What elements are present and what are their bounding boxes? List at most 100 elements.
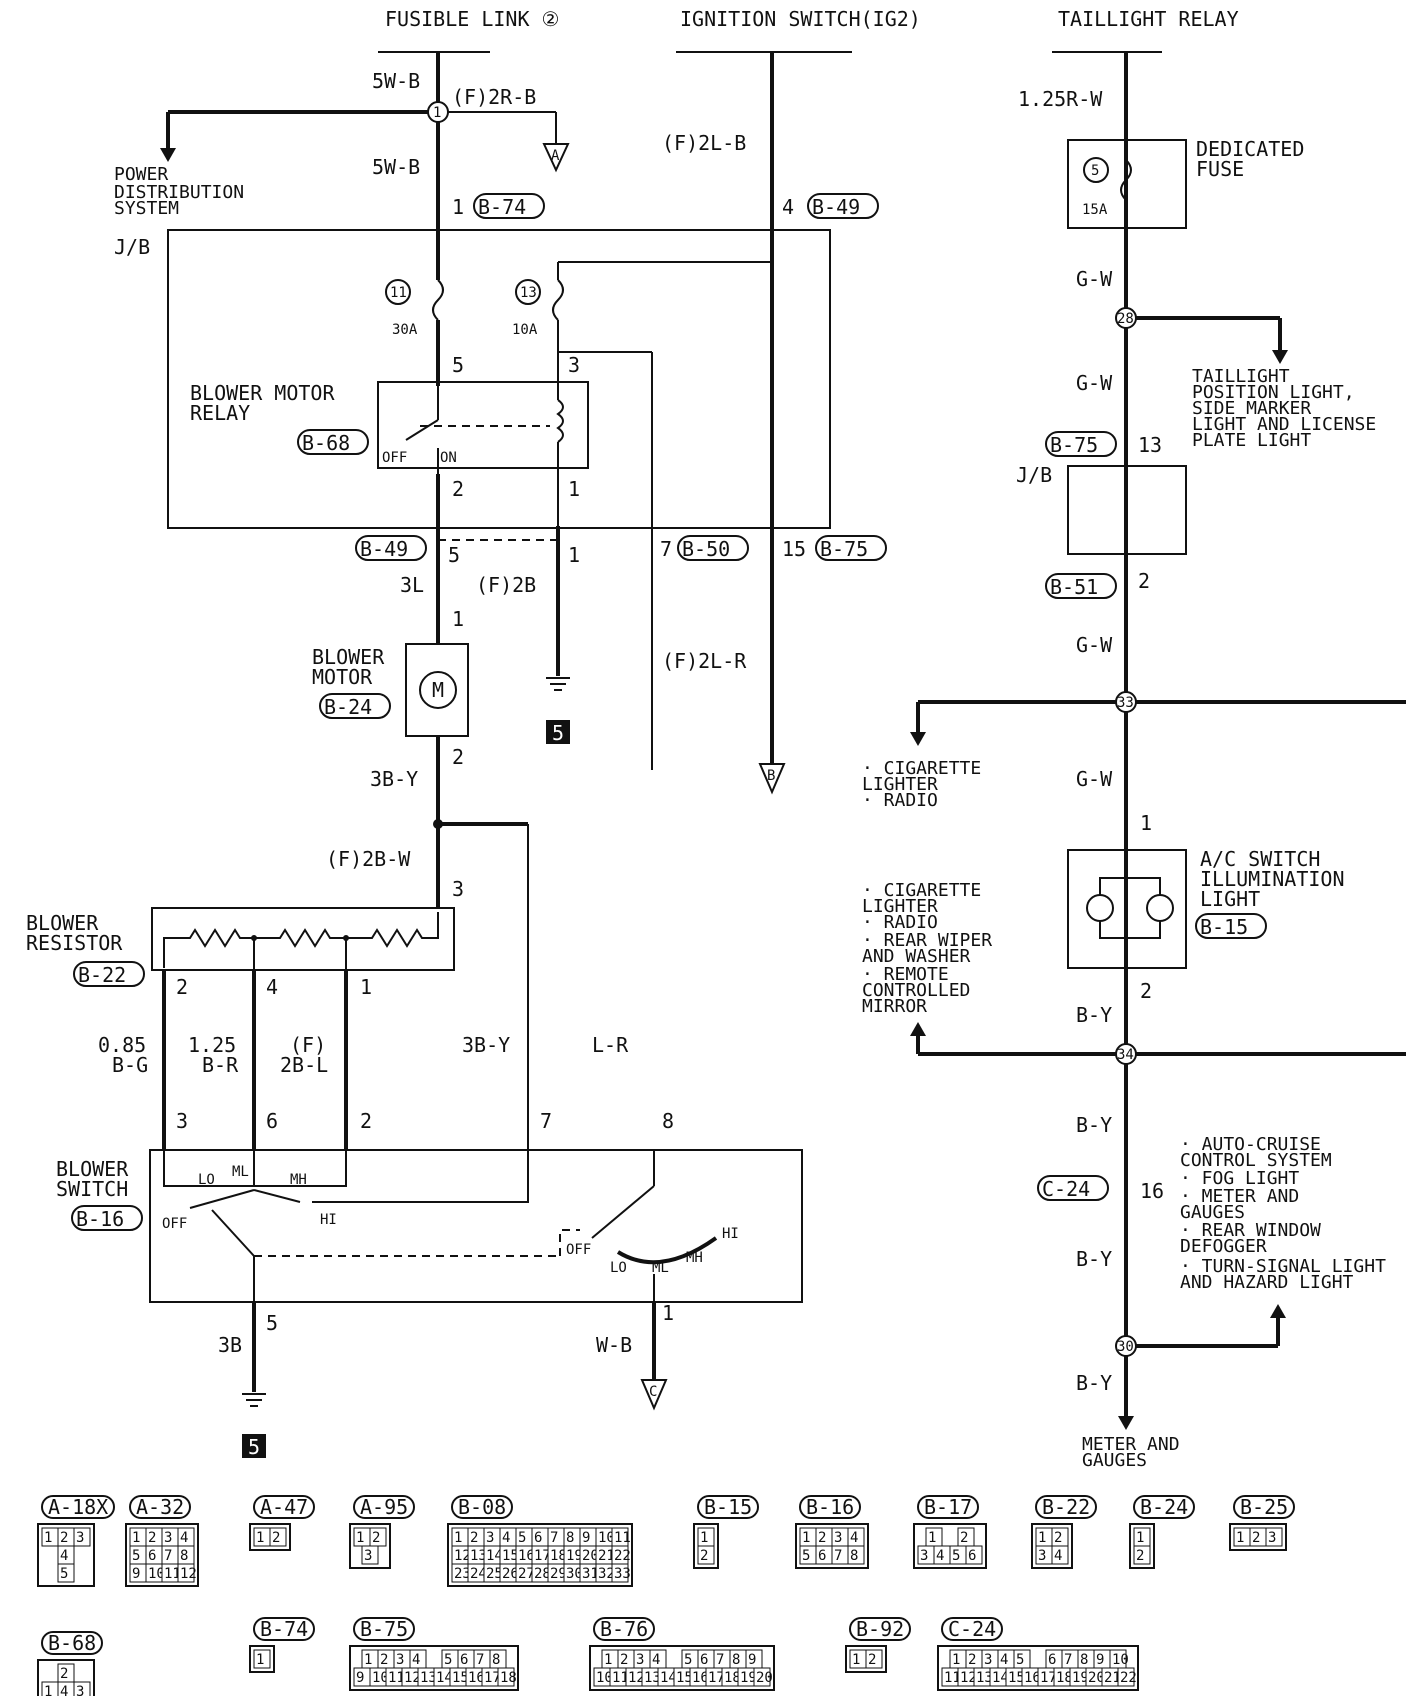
pin-number: 12 <box>180 1566 197 1582</box>
pin-number: 13 <box>470 1548 487 1564</box>
ground-icon <box>546 677 570 691</box>
pin-number: 9 <box>1096 1652 1104 1668</box>
pin-number: 4 <box>412 1652 420 1668</box>
connector-id: B-22 <box>1042 1495 1090 1519</box>
wire-label: 1.25R-W <box>1018 87 1103 111</box>
svg-text:TAILLIGHT RELAY: TAILLIGHT RELAY <box>1058 7 1239 31</box>
wire-label: B-G <box>112 1053 148 1077</box>
note-text: POSITION LIGHT, <box>1192 382 1355 403</box>
note-text: AND WASHER <box>862 946 971 967</box>
pin-number: 5 <box>444 1652 452 1668</box>
note-text: SIDE MARKER <box>1192 398 1311 419</box>
note-text: · CIGARETTE <box>862 758 981 779</box>
note-text: · AUTO-CRUISE <box>1180 1134 1321 1155</box>
connector-label: B-15 <box>1200 915 1248 939</box>
pin-number: 1 <box>364 1652 372 1668</box>
connector-id: B-24 <box>1140 1495 1188 1519</box>
switch-ml-label: ML <box>232 1164 249 1180</box>
note-text: · METER AND <box>1180 1186 1299 1207</box>
svg-text:IGNITION SWITCH(IG2): IGNITION SWITCH(IG2) <box>680 7 921 31</box>
ground-number: 5 <box>552 721 564 745</box>
arrow-icon <box>1270 1304 1286 1318</box>
pin-label: 16 <box>1140 1179 1164 1203</box>
pin-number: 6 <box>148 1548 156 1564</box>
pin-label: 7 <box>660 537 672 561</box>
pin-number: 1 <box>700 1530 708 1546</box>
ac-label: A/C SWITCH <box>1200 847 1320 871</box>
switch-hi-label: HI <box>320 1212 337 1228</box>
pin-number: 2 <box>470 1530 478 1546</box>
wire-label: B-R <box>202 1053 239 1077</box>
note-text: · TURN-SIGNAL LIGHT <box>1180 1256 1386 1277</box>
pin-number: 11 <box>944 1670 961 1686</box>
switch2-off-label: OFF <box>566 1242 591 1258</box>
junction-block <box>167 229 831 529</box>
relay-coil-icon <box>556 399 564 443</box>
connector-label: B-75 <box>1050 433 1098 457</box>
pin-label: 8 <box>662 1109 674 1133</box>
pin-label: 5 <box>266 1311 278 1335</box>
pin-number: 1 <box>928 1530 936 1546</box>
connector-label: B-24 <box>324 695 372 719</box>
pin-number: 1 <box>1038 1530 1046 1546</box>
pin-number: 8 <box>1080 1652 1088 1668</box>
connector-b-68: B-6821435 <box>37 1631 103 1696</box>
motor-label: BLOWER <box>312 645 385 669</box>
pin-number: 1 <box>802 1530 810 1546</box>
blower-resistor <box>151 907 455 971</box>
pin-number: 31 <box>582 1566 599 1582</box>
pin-number: 14 <box>436 1670 453 1686</box>
blower-motor-relay <box>377 381 589 469</box>
pin-number: 6 <box>700 1652 708 1668</box>
pin-number: 1 <box>1136 1530 1144 1546</box>
pin-number: 5 <box>684 1652 692 1668</box>
connector-label: B-68 <box>302 431 350 455</box>
pin-number: 27 <box>518 1566 535 1582</box>
fuse-13-icon <box>515 279 541 305</box>
junction-30 <box>1115 1335 1137 1357</box>
note-text: GAUGES <box>1180 1202 1245 1223</box>
pin-number: 18 <box>550 1548 567 1564</box>
pin-number: 1 <box>454 1530 462 1546</box>
pin-number: 10 <box>148 1566 165 1582</box>
connector-id: B-75 <box>360 1617 408 1641</box>
switch2-ml-label: ML <box>652 1260 669 1276</box>
pin-number: 14 <box>992 1670 1009 1686</box>
pin-number: 4 <box>936 1548 944 1564</box>
note-text: · RADIO <box>862 790 938 811</box>
pin-number: 3 <box>486 1530 494 1546</box>
pin-number: 15 <box>502 1548 519 1564</box>
arrow-icon <box>160 148 176 162</box>
wire-label: 2B-L <box>280 1053 328 1077</box>
note-text: · RADIO <box>862 912 938 933</box>
wire-label: W-B <box>596 1333 632 1357</box>
wire-label: 0.85 <box>98 1033 146 1057</box>
arrow-icon <box>1118 1416 1134 1430</box>
pin-label: 1 <box>360 975 372 999</box>
switch-label: SWITCH <box>56 1177 128 1201</box>
junction-label: 28 <box>1117 311 1134 327</box>
wire-label: (F)2L-R <box>662 649 747 673</box>
junction-label: 30 <box>1117 1339 1134 1355</box>
pin-number: 2 <box>372 1530 380 1546</box>
switch2-lo-label: LO <box>610 1260 627 1276</box>
resistor-icon <box>163 912 439 968</box>
ignition-switch-label: IGNITION SWITCH(IG2) <box>676 7 921 53</box>
pin-number: 3 <box>364 1548 372 1564</box>
wire-label: G-W <box>1076 371 1113 395</box>
wire-label: (F)2B <box>476 573 536 597</box>
pin-number: 18 <box>724 1670 741 1686</box>
note-text: MIRROR <box>862 996 927 1017</box>
pin-number: 5 <box>60 1566 68 1582</box>
pin-number: 5 <box>952 1548 960 1564</box>
pin-number: 13 <box>644 1670 661 1686</box>
pin-label: 2 <box>1138 569 1150 593</box>
pin-number: 12 <box>404 1670 421 1686</box>
